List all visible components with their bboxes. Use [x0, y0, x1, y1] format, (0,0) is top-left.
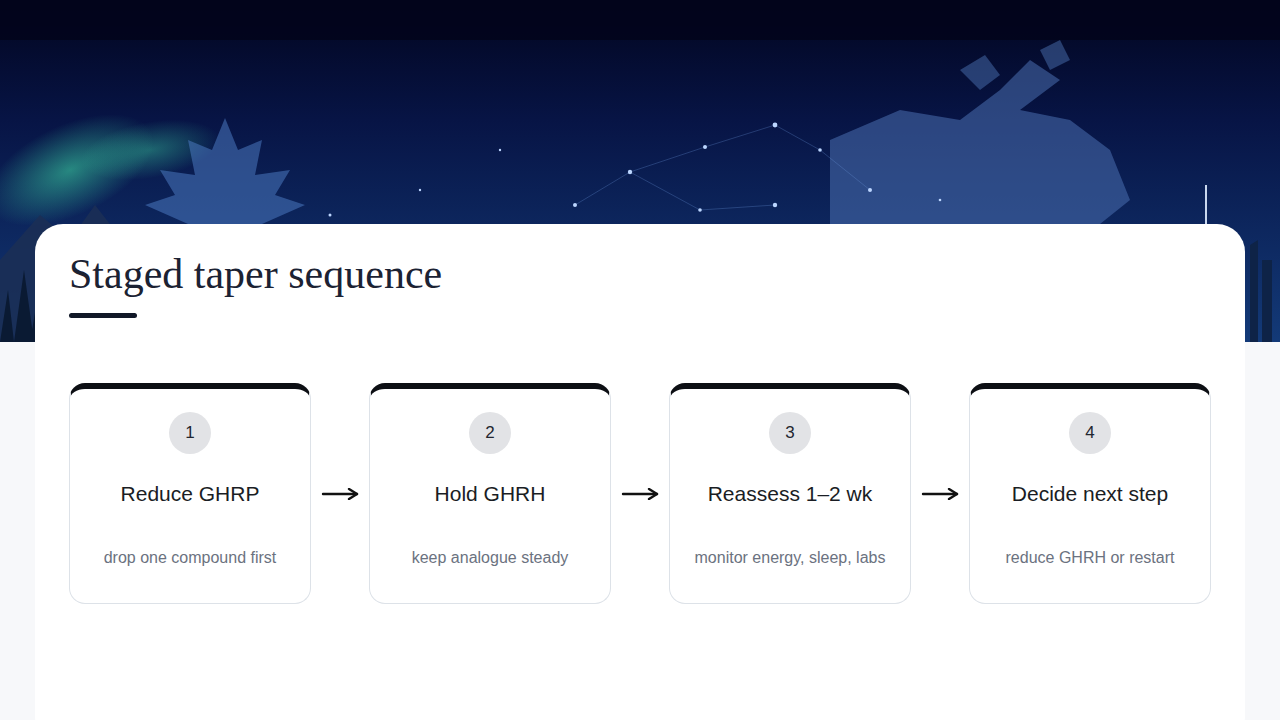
step-card: 1Reduce GHRP drop one compound first [69, 383, 311, 604]
step-card: 4Decide next step reduce GHRH or restart [969, 383, 1211, 604]
step-number-badge: 1 [169, 412, 211, 454]
step-description: keep analogue steady [370, 547, 610, 569]
step-number-badge: 4 [1069, 412, 1111, 454]
step-heading: Hold GHRH [370, 481, 610, 507]
step-heading: Reduce GHRP [70, 481, 310, 507]
step-card: 3Reassess 1–2 wk monitor energy, sleep, l… [669, 383, 911, 604]
step-heading: Decide next step [970, 481, 1210, 507]
step-number: 3 [785, 423, 794, 443]
step-number: 4 [1085, 423, 1094, 443]
step-description: reduce GHRH or restart [970, 547, 1210, 569]
step-description: drop one compound first [70, 547, 310, 569]
flow-arrow [623, 493, 657, 495]
step-number-badge: 2 [469, 412, 511, 454]
step-number-badge: 3 [769, 412, 811, 454]
flow-arrow [323, 493, 357, 495]
diagram-title: Staged taper sequence [69, 248, 1280, 300]
step-card: 2Hold GHRH keep analogue steady [369, 383, 611, 604]
title-underline [69, 313, 137, 318]
step-number: 2 [485, 423, 494, 443]
step-heading: Reassess 1–2 wk [670, 481, 910, 507]
step-number: 1 [185, 423, 194, 443]
step-description: monitor energy, sleep, labs [670, 547, 910, 569]
flow-arrow [923, 493, 957, 495]
